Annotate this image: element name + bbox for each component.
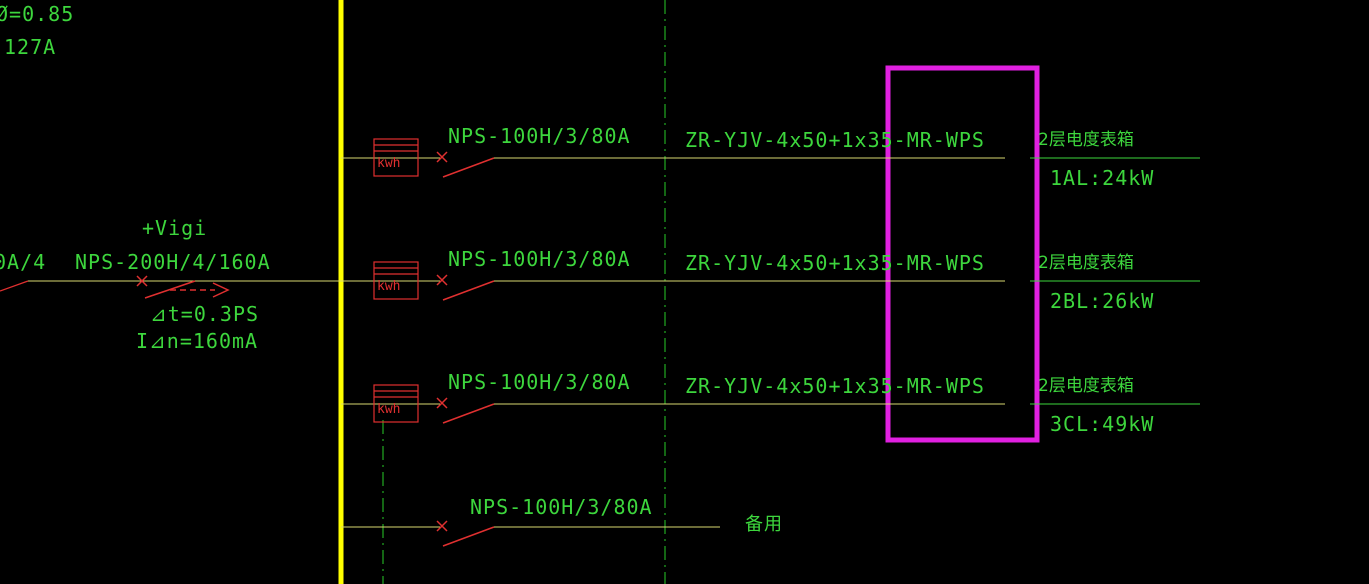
load-label: 2BL:26kW bbox=[1050, 289, 1155, 313]
cable-spec-label: ZR-YJV-4x50+1x35-MR-WPS bbox=[685, 374, 985, 398]
breaker-label: NPS-100H/3/80A bbox=[448, 247, 631, 271]
destination-label: 2层电度表箱 bbox=[1038, 376, 1134, 396]
main-breaker-label: NPS-200H/4/160A bbox=[75, 250, 271, 274]
breaker-symbol bbox=[436, 274, 495, 301]
spare-circuit bbox=[341, 520, 720, 547]
feeder-circuit-3 bbox=[341, 384, 1200, 424]
load-label: 3CL:49kW bbox=[1050, 412, 1155, 436]
kwh-meter-label: kwh bbox=[377, 156, 401, 171]
kwh-meter-icon bbox=[373, 384, 419, 423]
breaker-label: NPS-100H/3/80A bbox=[448, 370, 631, 394]
kwh-meter-label: kwh bbox=[377, 402, 401, 417]
highlight-box bbox=[885, 65, 1040, 443]
load-label: 1AL:24kW bbox=[1050, 166, 1155, 190]
kwh-meter-icon bbox=[373, 138, 419, 177]
breaker-label: NPS-100H/3/80A bbox=[448, 124, 631, 148]
power-factor-text: Ø=0.85 bbox=[0, 2, 75, 26]
destination-label: 2层电度表箱 bbox=[1038, 130, 1134, 150]
main-feed-stub bbox=[0, 280, 29, 292]
vigi-label: +Vigi bbox=[142, 216, 208, 240]
cable-spec-label: ZR-YJV-4x50+1x35-MR-WPS bbox=[685, 128, 985, 152]
kwh-meter-icon bbox=[373, 261, 419, 300]
main-breaker-symbol bbox=[136, 275, 230, 299]
breaker-symbol bbox=[436, 397, 495, 424]
leak-current-label: I⊿n=160mA bbox=[136, 329, 259, 353]
kwh-meter-label: kwh bbox=[377, 279, 401, 294]
destination-label: 2层电度表箱 bbox=[1038, 253, 1134, 273]
spare-label: 备用 bbox=[745, 514, 783, 535]
breaker-symbol bbox=[436, 151, 495, 178]
feeder-circuit-2 bbox=[341, 261, 1200, 301]
feeder-circuit-1 bbox=[341, 138, 1200, 178]
delay-label: ⊿t=0.3PS bbox=[150, 302, 260, 326]
current-text: 127A bbox=[4, 35, 57, 59]
main-feed-fragment: 0A/4 bbox=[0, 250, 47, 274]
cable-spec-label: ZR-YJV-4x50+1x35-MR-WPS bbox=[685, 251, 985, 275]
spare-breaker-label: NPS-100H/3/80A bbox=[470, 495, 653, 519]
